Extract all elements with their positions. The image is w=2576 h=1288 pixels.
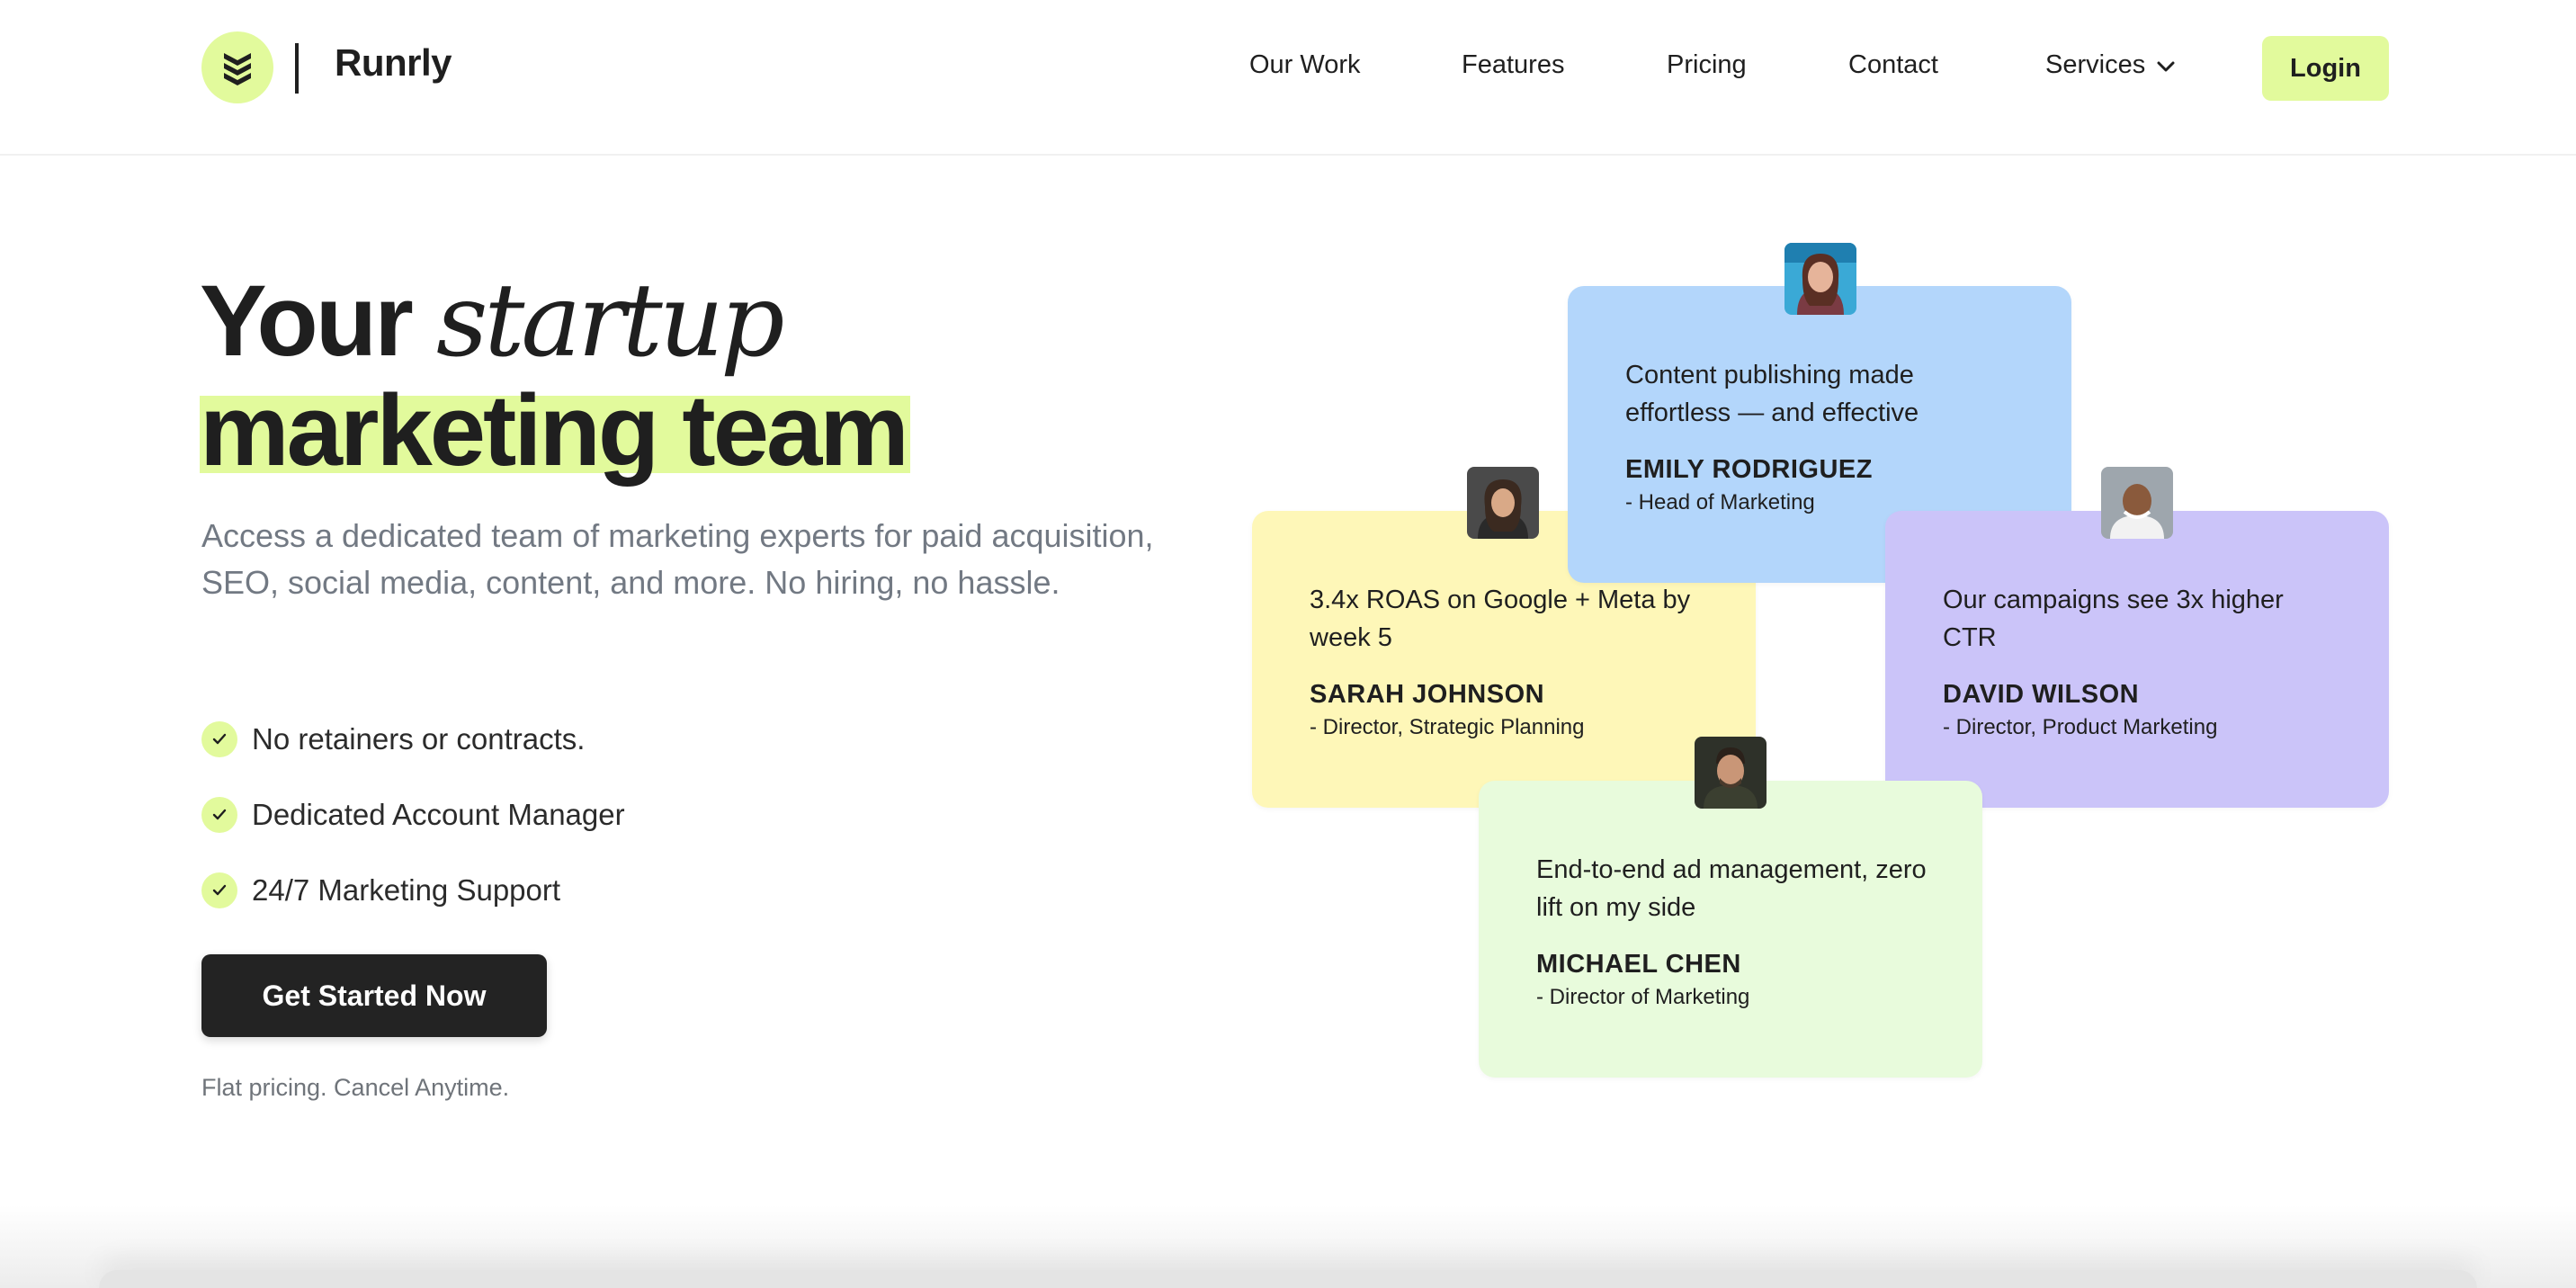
login-button[interactable]: Login [2262, 36, 2389, 101]
testimonial-name: MICHAEL CHEN [1536, 950, 1741, 979]
testimonial-name: EMILY RODRIGUEZ [1625, 455, 1873, 484]
nav-services[interactable]: Services [2045, 50, 2176, 80]
hero-title-italic: startup [435, 263, 785, 380]
checklist-item: Dedicated Account Manager [201, 777, 625, 853]
check-icon [201, 721, 237, 757]
stacked-chevrons-logo-icon[interactable] [201, 31, 273, 103]
avatar-david [2101, 467, 2173, 539]
next-section-edge [99, 1270, 2477, 1288]
site-header: Runrly Our Work Features Pricing Contact… [0, 0, 2576, 156]
testimonial-quote: End-to-end ad management, zero lift on m… [1536, 855, 1927, 922]
checklist-text: 24/7 Marketing Support [252, 873, 561, 907]
testimonial-name: SARAH JOHNSON [1310, 680, 1545, 709]
nav-services-label: Services [2045, 50, 2146, 79]
nav-contact[interactable]: Contact [1848, 50, 1938, 79]
testimonial-role: - Head of Marketing [1625, 490, 1815, 514]
pricing-note: Flat pricing. Cancel Anytime. [201, 1074, 510, 1101]
testimonial-card-michael: End-to-end ad management, zero lift on m… [1479, 781, 1982, 1078]
checklist-text: Dedicated Account Manager [252, 798, 625, 831]
hero-title-word: Your [200, 264, 414, 377]
avatar-emily [1784, 243, 1856, 315]
testimonial-role: - Director, Strategic Planning [1310, 715, 1585, 739]
avatar-michael [1695, 737, 1767, 809]
hero-subtitle: Access a dedicated team of marketing exp… [201, 517, 1154, 601]
feature-checklist: No retainers or contracts. Dedicated Acc… [201, 702, 625, 928]
testimonial-role: - Director of Marketing [1536, 985, 1750, 1009]
avatar-sarah [1467, 467, 1539, 539]
get-started-button[interactable]: Get Started Now [201, 954, 547, 1037]
testimonial-quote: Our campaigns see 3x higher CTR [1943, 586, 2284, 652]
nav-our-work[interactable]: Our Work [1249, 50, 1361, 79]
testimonial-name: DAVID WILSON [1943, 680, 2140, 709]
check-icon [201, 872, 237, 908]
brand-name[interactable]: Runrly [335, 41, 452, 84]
testimonial-card-david: Our campaigns see 3x higher CTR DAVID WI… [1885, 511, 2389, 808]
hero-title: Your startup marketing team [200, 263, 910, 487]
nav-pricing[interactable]: Pricing [1667, 50, 1747, 79]
checklist-item: 24/7 Marketing Support [201, 853, 625, 928]
chevron-down-icon [2156, 50, 2176, 80]
logo-divider [295, 43, 299, 94]
checklist-text: No retainers or contracts. [252, 722, 586, 756]
checklist-item: No retainers or contracts. [201, 702, 625, 777]
testimonial-quote: Content publishing made effortless — and… [1625, 361, 1919, 427]
check-icon [201, 797, 237, 833]
nav-features[interactable]: Features [1462, 50, 1565, 79]
testimonial-quote: 3.4x ROAS on Google + Meta by week 5 [1310, 586, 1691, 652]
hero-title-highlight: marketing team [200, 374, 910, 487]
testimonial-role: - Director, Product Marketing [1943, 715, 2218, 739]
